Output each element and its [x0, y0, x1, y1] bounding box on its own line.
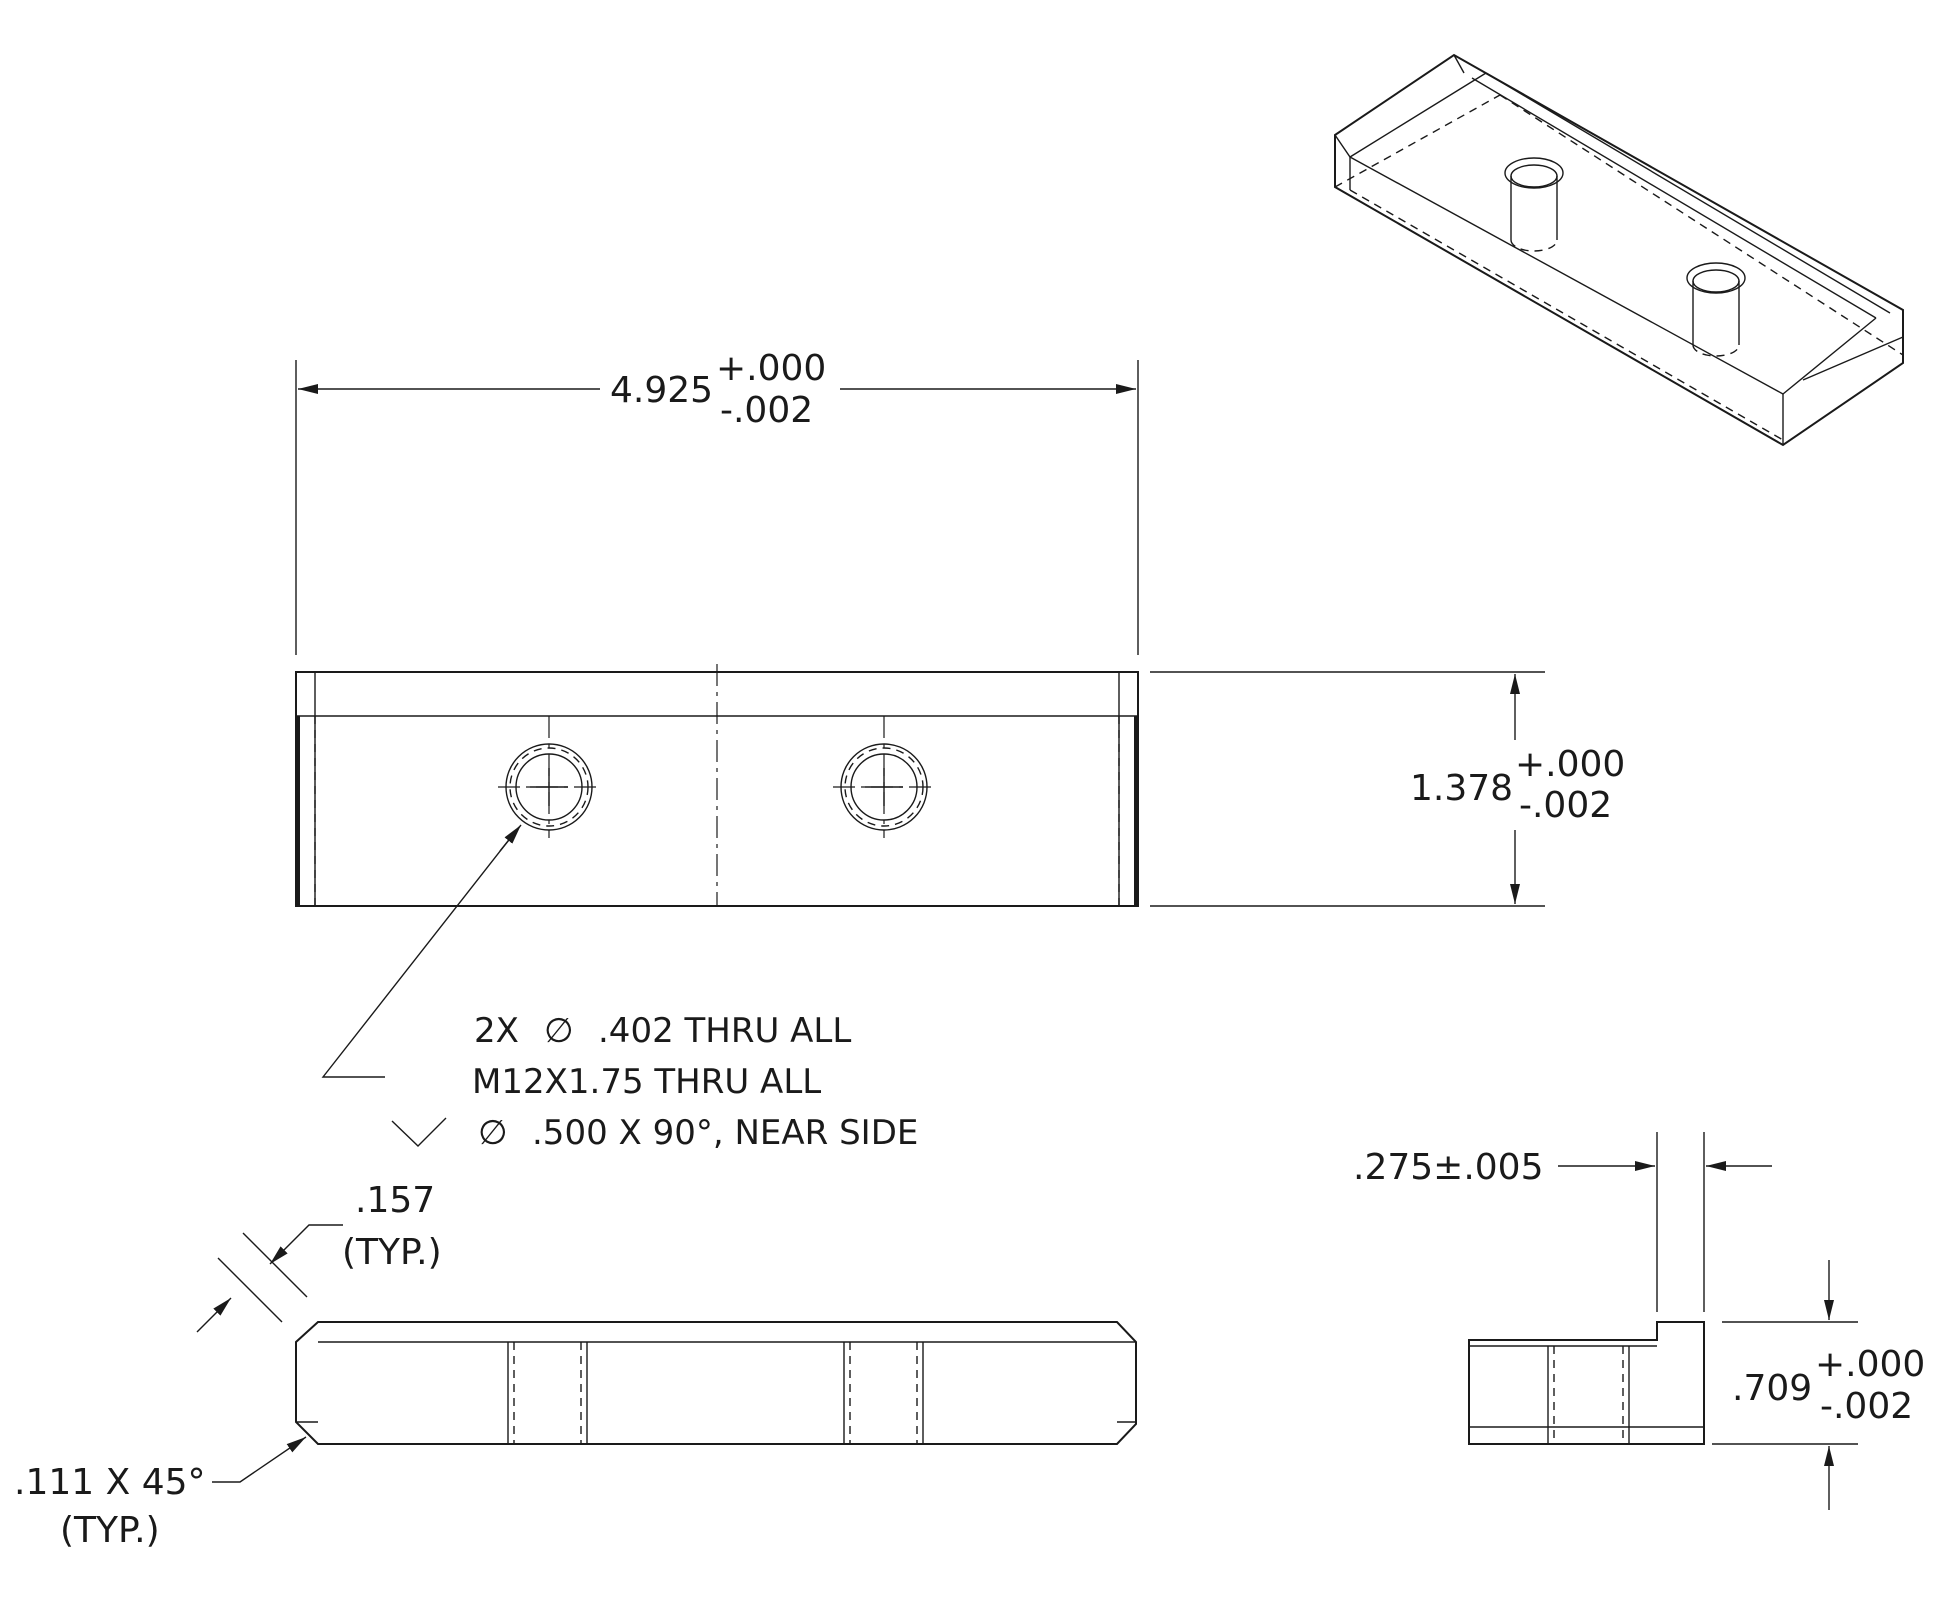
chamfer-width-value: .157	[355, 1180, 435, 1221]
thickness-nominal: .709	[1732, 1368, 1812, 1409]
width-tol-plus: +.000	[716, 348, 826, 389]
step-width-value: .275±.005	[1353, 1147, 1543, 1188]
iso-hole-1	[1504, 157, 1564, 252]
width-tol-minus: -.002	[720, 390, 813, 431]
chamfer-width-dimension: .157 (TYP.)	[196, 1180, 442, 1333]
top-view: .157 (TYP.) .111 X 45° (TYP.)	[14, 1180, 1137, 1551]
chamfer-callout: .111 X 45° (TYP.)	[14, 1436, 307, 1551]
step-width-dimension: .275±.005	[1353, 1132, 1772, 1312]
countersink-symbol	[391, 1117, 447, 1147]
front-hole-2	[833, 716, 935, 838]
chamfer-value: .111 X 45°	[14, 1462, 206, 1503]
width-dimension: 4.925 +.000 -.002	[295, 348, 1139, 655]
callout-diameter-symbol: ∅	[544, 1011, 574, 1051]
thickness-tol-plus: +.000	[1815, 1344, 1925, 1385]
isometric-view	[1334, 53, 1904, 447]
height-dimension: 1.378 +.000 -.002	[1150, 671, 1625, 907]
height-tol-plus: +.000	[1515, 744, 1625, 785]
iso-hole-2	[1686, 262, 1746, 357]
width-nominal: 4.925	[610, 370, 713, 411]
hole-callout: 2X ∅ .402 THRU ALL M12X1.75 THRU ALL ∅ .…	[321, 824, 918, 1153]
height-nominal: 1.378	[1410, 768, 1513, 809]
callout-csk-diameter-symbol: ∅	[478, 1113, 508, 1153]
front-hole-1	[498, 716, 600, 838]
thickness-dimension: .709 +.000 -.002	[1712, 1260, 1925, 1510]
front-view: 4.925 +.000 -.002 1.378 +.000 -.002	[295, 348, 1625, 907]
callout-countersink: .500 X 90°, NEAR SIDE	[532, 1113, 918, 1153]
side-view: .275±.005 .709 +.000 -.002	[1353, 1132, 1925, 1510]
callout-qty: 2X	[474, 1011, 519, 1051]
callout-thread: M12X1.75 THRU ALL	[472, 1062, 821, 1102]
callout-hole-size: .402 THRU ALL	[598, 1011, 851, 1051]
chamfer-width-note: (TYP.)	[342, 1232, 442, 1273]
chamfer-note: (TYP.)	[60, 1510, 160, 1551]
thickness-tol-minus: -.002	[1820, 1386, 1913, 1427]
height-tol-minus: -.002	[1519, 785, 1612, 826]
